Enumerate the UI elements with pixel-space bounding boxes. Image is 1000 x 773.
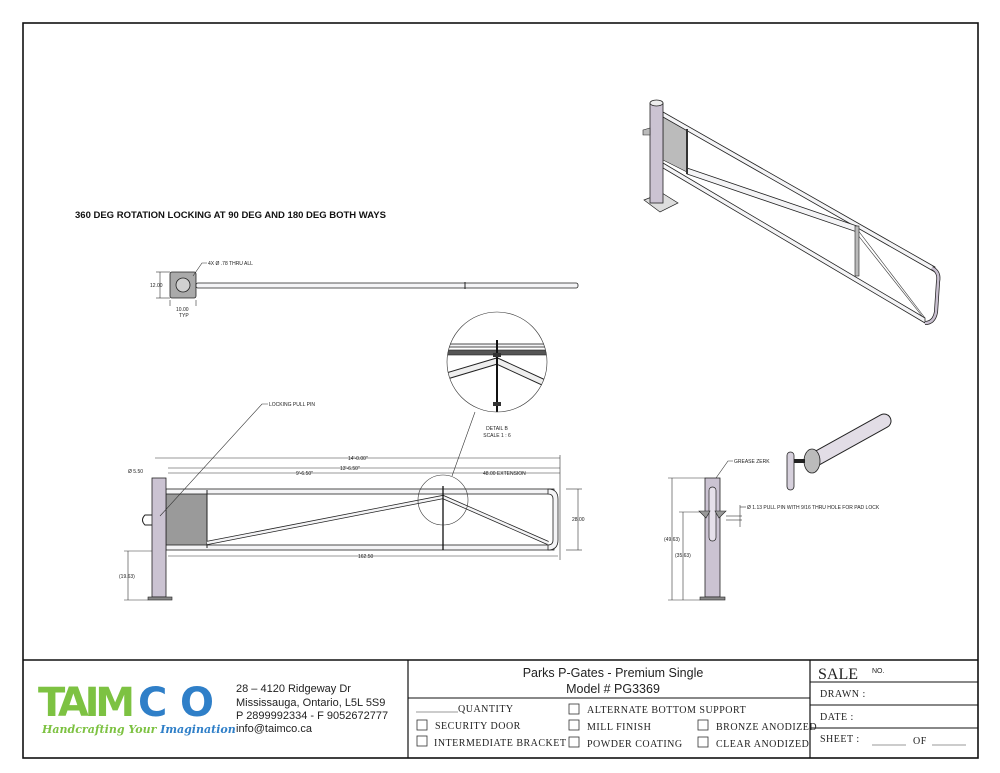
top-view: 12.00 10.00 TYP 4X Ø .78 THRU ALL	[150, 261, 579, 319]
sale-no-label: NO.	[872, 668, 885, 675]
front-view: 14'-0.00" 13'-6.50" 9'-6.50" 48.00 EXTEN…	[119, 402, 585, 601]
svg-text:CO: CO	[138, 680, 214, 726]
dim-ground: (19.63)	[119, 574, 135, 580]
model-number: Model # PG3369	[566, 682, 660, 696]
option-mill-finish: MILL FINISH	[587, 722, 651, 733]
checkbox-intermediate-bracket[interactable]	[416, 735, 428, 747]
detail-b: DETAIL B SCALE 1 : 6	[446, 311, 548, 439]
dim-rail-length: 162.50	[358, 554, 374, 560]
gate-iso-view	[642, 99, 941, 325]
checkbox-security-door[interactable]	[416, 719, 428, 731]
option-clear-anodized: CLEAR ANODIZED	[716, 739, 809, 750]
locking-pin-label: LOCKING PULL PIN	[269, 402, 315, 408]
detail-scale: SCALE 1 : 6	[483, 433, 511, 439]
dim-gate-height: 28.00	[572, 517, 585, 523]
header-note: 360 DEG ROTATION LOCKING AT 90 DEG AND 1…	[75, 210, 386, 221]
option-security-door: SECURITY DOOR	[435, 721, 521, 732]
checkbox-alternate-bottom-support[interactable]	[568, 703, 580, 715]
svg-text:Handcrafting Your Imagination: Handcrafting Your Imagination	[41, 723, 236, 736]
product-title: Parks P-Gates - Premium Single	[523, 666, 704, 680]
drawn-label: DRAWN :	[820, 689, 866, 700]
option-intermediate-bracket: INTERMEDIATE BRACKET	[434, 738, 567, 749]
detail-title: DETAIL B	[486, 426, 508, 432]
checkbox-powder-coating[interactable]	[568, 736, 580, 748]
of-label: OF	[913, 736, 927, 747]
checkbox-mill-finish[interactable]	[568, 719, 580, 731]
dim-fixed: 9'-6.50"	[296, 471, 313, 477]
title-block: TAIM CO Handcrafting Your Imagination 28…	[23, 659, 978, 758]
phone-fax: P 2899992334 - F 9052672777	[236, 710, 388, 722]
dim-overall: 14'-0.00"	[348, 456, 368, 462]
dim-side-pin: (35.63)	[675, 553, 691, 559]
dim-side-overall: (49.63)	[664, 537, 680, 543]
quantity-label: QUANTITY	[458, 704, 514, 715]
address-line1: 28 – 4120 Ridgeway Dr	[236, 683, 351, 695]
option-powder-coating: POWDER COATING	[587, 739, 683, 750]
grease-zerk-label: GREASE ZERK	[734, 459, 770, 465]
sale-label: SALE	[818, 666, 858, 683]
checkbox-bronze-anodized[interactable]	[697, 719, 709, 731]
dim-top-height: 12.00	[150, 283, 163, 289]
dim-top-width: 10.00	[176, 307, 189, 313]
sheet-label: SHEET :	[820, 734, 860, 745]
email: info@taimco.ca	[236, 723, 313, 735]
dim-top-width-note: TYP	[179, 313, 189, 319]
dim-post-diameter: Ø 5.50	[128, 469, 143, 475]
pull-pin-label: Ø 1.13 PULL PIN WITH 9/16 THRU HOLE FOR …	[747, 505, 880, 511]
pull-pin-iso	[786, 413, 892, 491]
checkbox-clear-anodized[interactable]	[697, 736, 709, 748]
svg-text:TAIM: TAIM	[38, 680, 136, 726]
dim-gate: 13'-6.50"	[340, 466, 360, 472]
side-view: (49.63) (35.63) GREASE ZERK Ø 1.13 PULL …	[664, 459, 880, 601]
sheet-border	[22, 22, 979, 759]
date-label: DATE :	[820, 712, 854, 723]
hole-callout: 4X Ø .78 THRU ALL	[208, 261, 253, 267]
dim-extension: 48.00 EXTENSION	[483, 471, 526, 477]
option-alternate-bottom-support: ALTERNATE BOTTOM SUPPORT	[587, 705, 746, 716]
address-line2: Mississauga, Ontario, L5L 5S9	[236, 697, 385, 709]
company-logo: TAIM CO Handcrafting Your Imagination	[38, 680, 236, 736]
option-bronze-anodized: BRONZE ANODIZED	[716, 722, 817, 733]
